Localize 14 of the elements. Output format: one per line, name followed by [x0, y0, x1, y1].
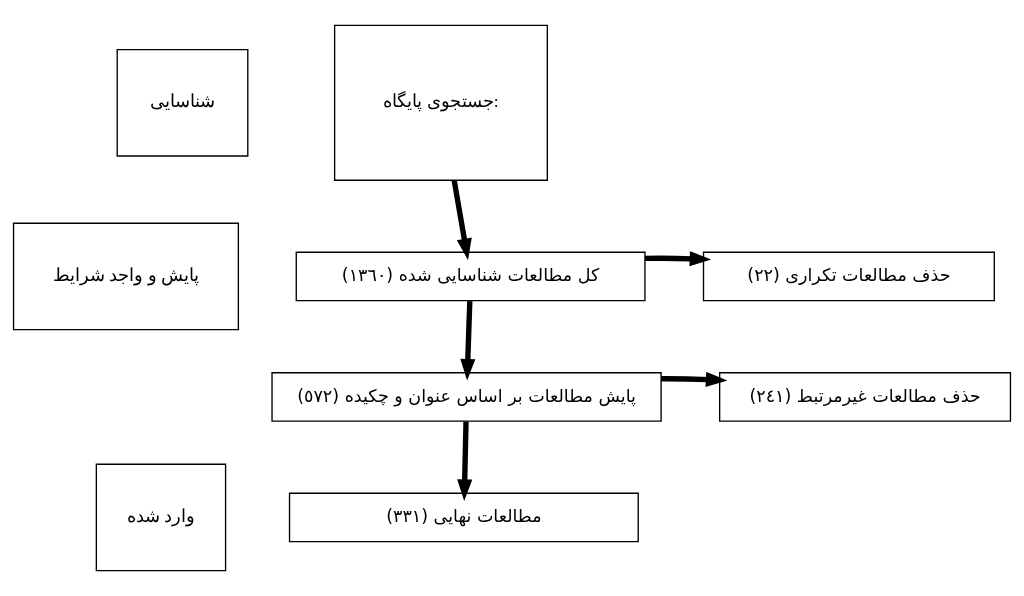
node-box: پایش مطالعات بر اساس عنوان و چکیده (٥٧٢) [271, 372, 662, 422]
arrow [460, 301, 476, 381]
node-box: پایش و واجد شرایط [12, 222, 240, 331]
node-box: حذف مطالعات تکراری (٢٢) [702, 251, 995, 302]
node-box: کل مطالعات شناسایی شده (١٣٦٠) [295, 251, 646, 302]
arrow [644, 251, 712, 267]
arrow [451, 180, 472, 261]
node-box: جستجوی پایگاه: [333, 24, 548, 181]
arrow [457, 421, 473, 501]
node-box: مطالعات نهایی (٣٣١) [288, 492, 639, 543]
node-box: وارد شده [95, 463, 227, 572]
node-box: حذف مطالعات غیرمرتبط (٢٤١) [719, 372, 1012, 422]
node-box: شناسایی [116, 48, 249, 157]
arrow [661, 371, 728, 388]
